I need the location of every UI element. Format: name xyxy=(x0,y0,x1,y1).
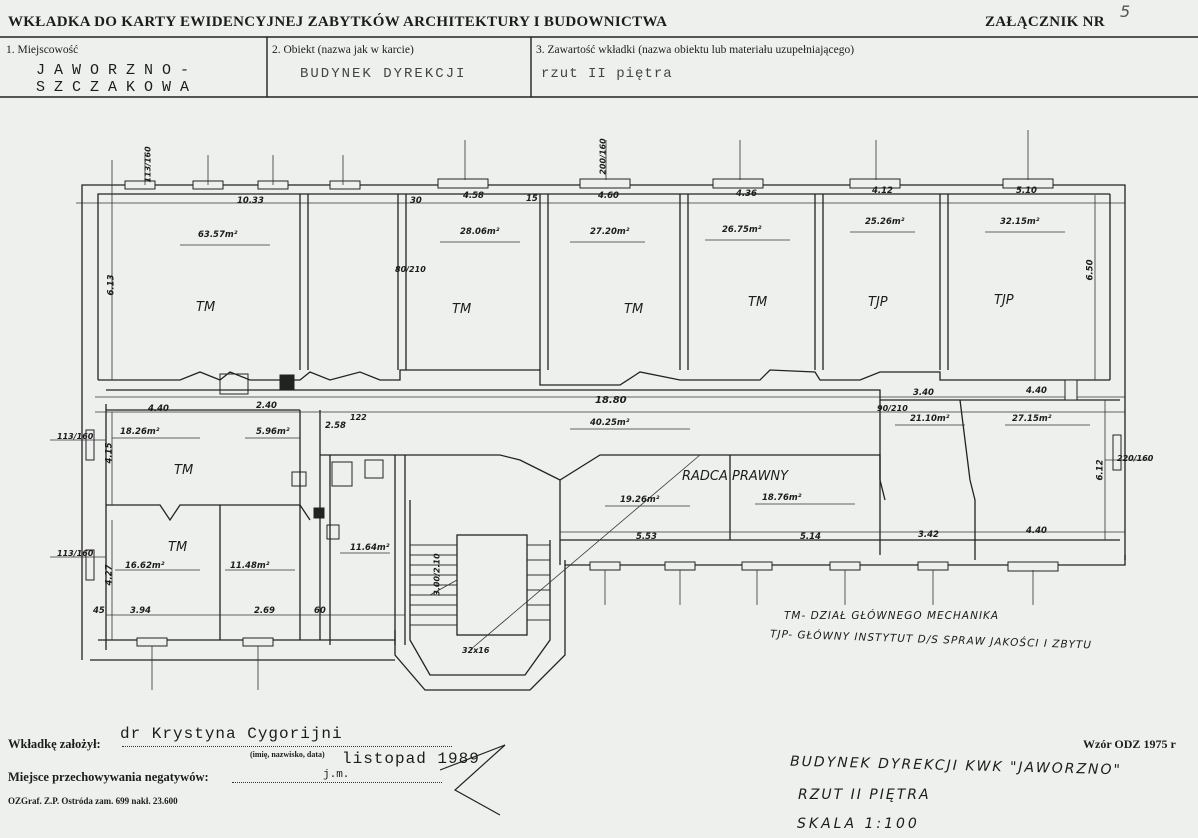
form-title: WKŁADKA DO KARTY EWIDENCYJNEJ ZABYTKÓW A… xyxy=(8,14,668,30)
dimension-text: 4.15 xyxy=(104,442,115,464)
door-size: 90/210 xyxy=(877,404,908,413)
dimension-text: 45 xyxy=(93,606,105,616)
dimension-text: 15 xyxy=(526,194,538,204)
caption-scale: SKALA 1:100 xyxy=(797,816,920,832)
stair-height: 3.00/2.10 xyxy=(432,553,442,596)
dimension-lines xyxy=(50,130,1150,690)
founder-label: Wkładkę założył: xyxy=(8,737,101,751)
dimension-text: 2.40 xyxy=(256,401,277,411)
attachment-label: ZAŁĄCZNIK NR xyxy=(985,14,1105,30)
window-size: 113/160 xyxy=(57,549,94,558)
window-size: 220/160 xyxy=(1117,454,1154,463)
room-code: TM xyxy=(452,302,472,317)
field-1-label: 1. Miejscowość xyxy=(6,44,79,56)
dimension-text: 4.40 xyxy=(1026,386,1047,396)
room-code: TM xyxy=(174,463,194,478)
field-3-label: 3. Zawartość wkładki (nazwa obiektu lub … xyxy=(536,44,855,56)
room-area: 26.75m² xyxy=(722,225,762,235)
area-label: 18.76m² xyxy=(762,493,802,503)
founder-sub: (imię, nazwisko, data) xyxy=(250,750,325,759)
dimension-text: 4.12 xyxy=(872,186,893,196)
windows xyxy=(85,178,1122,647)
building-walls xyxy=(81,184,1126,691)
dimension-text: 4.40 xyxy=(1026,526,1047,536)
field-3-value: rzut II piętra xyxy=(541,66,673,82)
field-1-value: JAWORZNO- SZCZAKOWA xyxy=(36,62,199,96)
pattern-label: Wzór ODZ 1975 r xyxy=(1083,737,1176,751)
stair-treads xyxy=(410,544,550,626)
dimension-text: 4.36 xyxy=(736,189,757,199)
room-area: 25.26m² xyxy=(865,217,905,227)
dimension-text: 3.42 xyxy=(918,530,939,540)
door-size: 80/210 xyxy=(395,265,426,274)
area-label: 40.25m² xyxy=(590,418,630,428)
room-area: 18.26m² xyxy=(120,427,160,437)
field-2-value: BUDYNEK DYREKCJI xyxy=(300,66,467,82)
dimension-text: 2.69 xyxy=(254,606,275,616)
dimension-text: 6.13 xyxy=(106,274,117,296)
storage-line xyxy=(232,782,442,783)
field-2-label: 2. Obiekt (nazwa jak w karcie) xyxy=(272,44,414,56)
dimension-text: 60 xyxy=(314,606,326,616)
founder-value: dr Krystyna Cygorijni xyxy=(120,725,343,743)
room-code: TJP xyxy=(868,295,888,310)
dimension-text: 10.33 xyxy=(237,196,264,206)
dimension-text: 5.53 xyxy=(636,532,657,542)
stair-label: 32x16 xyxy=(462,646,490,655)
dimension-text: 3.94 xyxy=(130,606,151,616)
dimension-text: 2.58 xyxy=(325,421,346,431)
dimension-text: 5.10 xyxy=(1016,186,1037,196)
corridor-length: 18.80 xyxy=(595,395,627,406)
dimension-text: 6.50 xyxy=(1085,259,1096,281)
area-label: 11.48m² xyxy=(230,561,270,571)
dimension-text: 4.60 xyxy=(598,191,619,201)
dimension-text: 5.14 xyxy=(800,532,821,542)
dimension-text: 30 xyxy=(410,196,422,206)
printer-info: OZGraf. Z.P. Ostróda zam. 699 nakł. 23.6… xyxy=(8,796,178,806)
fixtures xyxy=(219,373,1078,540)
area-label: 11.64m² xyxy=(350,543,390,553)
room-area: 16.62m² xyxy=(125,561,165,571)
window-size: 113/160 xyxy=(143,146,153,183)
room-area: 28.06m² xyxy=(460,227,500,237)
window-size: 200/160 xyxy=(598,138,608,175)
area-label: 21.10m² xyxy=(910,414,950,424)
area-label: 27.15m² xyxy=(1012,414,1052,424)
room-area: 19.26m² xyxy=(620,495,660,505)
room-area: 27.20m² xyxy=(590,227,630,237)
dimension-text: 4.27 xyxy=(104,564,115,586)
window-size: 113/160 xyxy=(57,432,94,441)
dimension-text: 4.58 xyxy=(463,191,484,201)
storage-label: Miejsce przechowywania negatywów: xyxy=(8,770,209,784)
room-code: TM xyxy=(168,540,188,555)
legend-tm: TM- DZIAŁ GŁÓWNEGO MECHANIKA xyxy=(784,610,1000,622)
dimension-text: 6.12 xyxy=(1095,459,1106,481)
date-value: listopad 1989 xyxy=(342,750,480,768)
page-number: 5 xyxy=(1120,2,1131,21)
room-code: TJP xyxy=(994,293,1014,308)
area-label: 5.96m² xyxy=(256,427,290,437)
founder-line xyxy=(122,746,452,747)
room-area: 32.15m² xyxy=(1000,217,1040,227)
storage-value: j.m. xyxy=(323,769,350,781)
room-area: 63.57m² xyxy=(198,230,238,240)
opening-size: 122 xyxy=(350,413,367,422)
room-code: TM xyxy=(748,295,768,310)
room-code: TM xyxy=(624,302,644,317)
room-code: RADCA PRAWNY xyxy=(682,469,789,484)
dimension-text: 3.40 xyxy=(913,388,934,398)
caption-floor: RZUT II PIĘTRA xyxy=(798,787,931,803)
room-code: TM xyxy=(196,300,216,315)
dimension-text: 4.40 xyxy=(148,404,169,414)
